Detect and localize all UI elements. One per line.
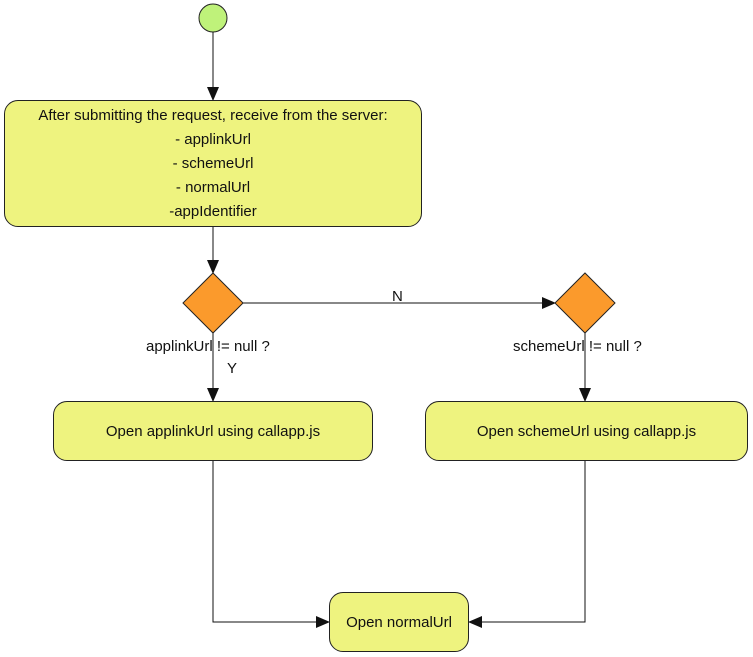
applink-check-label: applinkUrl != null ? [146,338,270,355]
receive-line-2: - applinkUrl [175,130,251,148]
receive-activity: After submitting the request, receive fr… [4,100,422,227]
open-scheme-activity: Open schemeUrl using callapp.js [425,401,748,461]
scheme-check-label: schemeUrl != null ? [513,338,642,355]
edge-applink-to-normal [212,460,330,628]
open-applink-label: Open applinkUrl using callapp.js [105,422,321,440]
edge-no-label: N [392,288,403,305]
open-normal-label: Open normalUrl [346,613,452,631]
edge-scheme-to-normal [468,460,586,628]
scheme-check-diamond [554,272,616,334]
start-node [198,3,228,33]
receive-line-3: - schemeUrl [172,154,254,172]
receive-line-4: - normalUrl [175,178,251,196]
applink-check-diamond [182,272,244,334]
edge-yes-label: Y [227,360,238,377]
open-scheme-label: Open schemeUrl using callapp.js [476,422,697,440]
receive-line-5: -appIdentifier [169,202,257,220]
open-applink-activity: Open applinkUrl using callapp.js [53,401,373,461]
receive-line-1: After submitting the request, receive fr… [38,106,388,124]
open-normal-activity: Open normalUrl [329,592,469,652]
